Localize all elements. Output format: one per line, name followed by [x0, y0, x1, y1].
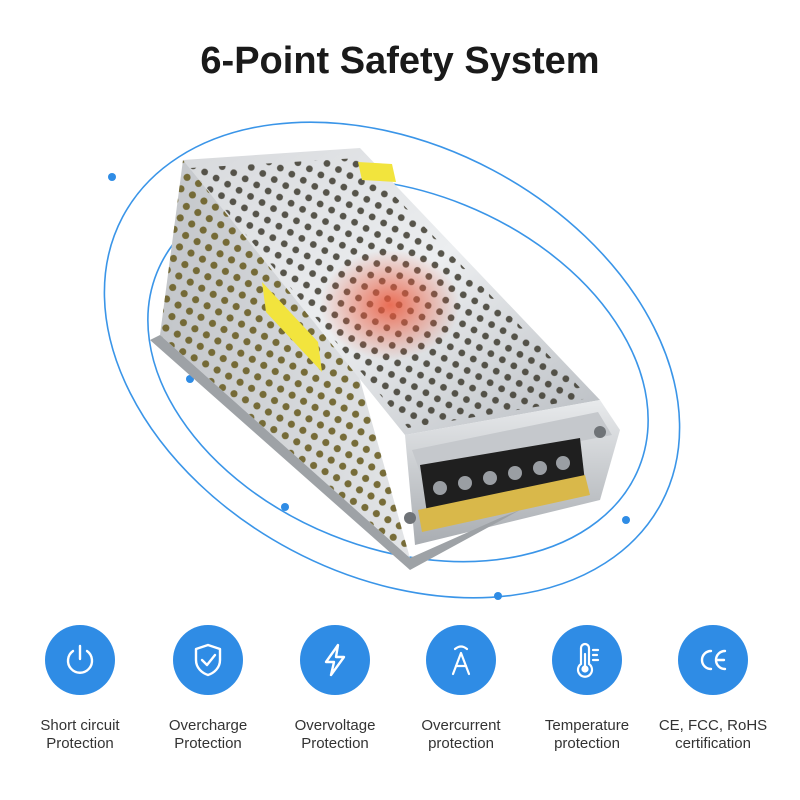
feature-short-circuit: Short circuit Protection	[10, 625, 150, 765]
feature-certification: CE, FCC, RoHS certification	[643, 625, 783, 765]
ce-mark-icon	[678, 625, 748, 695]
feature-overcharge: Overcharge Protection	[138, 625, 278, 765]
thermometer-icon	[552, 625, 622, 695]
feature-label: Short circuit Protection	[40, 717, 120, 752]
feature-overcurrent: Overcurrent protection	[391, 625, 531, 765]
power-icon	[45, 625, 115, 695]
ampere-icon	[426, 625, 496, 695]
feature-label: Overvoltage Protection	[294, 717, 376, 752]
feature-label: CE, FCC, RoHS certification	[658, 717, 768, 752]
feature-overvoltage: Overvoltage Protection	[265, 625, 405, 765]
feature-list: Short circuit Protection Overcharge Prot…	[0, 625, 800, 765]
feature-label: Overcurrent protection	[421, 717, 501, 752]
feature-label: Temperature protection	[544, 717, 630, 752]
feature-label: Overcharge Protection	[168, 717, 248, 752]
feature-temperature: Temperature protection	[517, 625, 657, 765]
lightning-icon	[300, 625, 370, 695]
product-illustration	[103, 121, 681, 600]
orbit-lines	[103, 121, 681, 599]
page-title: 6-Point Safety System	[200, 40, 600, 82]
shield-check-icon	[173, 625, 243, 695]
